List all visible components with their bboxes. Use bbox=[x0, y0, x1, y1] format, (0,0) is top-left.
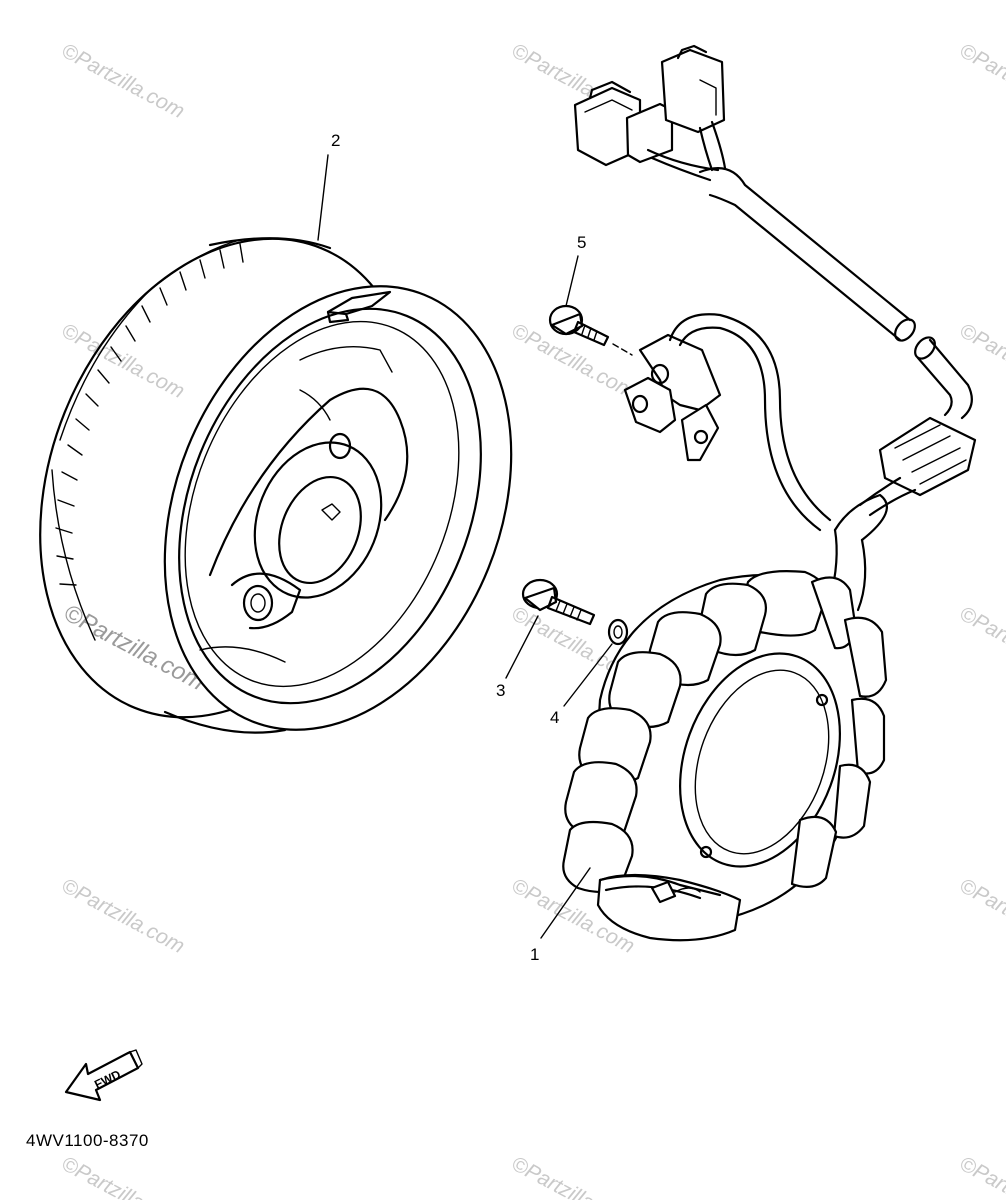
watermark-text: ©Partzilla.com bbox=[956, 1152, 1006, 1200]
watermark-text: ©Partzilla.com bbox=[956, 874, 1006, 958]
watermark-text: ©Partzilla.com bbox=[58, 874, 189, 958]
bolt-5 bbox=[548, 304, 633, 356]
starter-ring-teeth bbox=[51, 239, 244, 641]
callout-2: 2 bbox=[331, 131, 340, 150]
fwd-arrow-icon: FWD bbox=[64, 1049, 143, 1102]
watermark-text: ©Partzilla.com bbox=[508, 1152, 639, 1200]
diagram-code: 4WV1100-8370 bbox=[26, 1131, 149, 1150]
callout-5: 5 bbox=[577, 233, 586, 252]
watermark-text: ©Partzilla.com bbox=[58, 319, 189, 403]
watermark-text: ©Partzilla.com bbox=[956, 602, 1006, 686]
watermark-text: ©Partzilla.com bbox=[58, 39, 189, 123]
stator-assembly bbox=[562, 570, 888, 942]
rotor-flywheel bbox=[39, 237, 513, 734]
rotor-hub bbox=[199, 346, 409, 663]
leader-lines bbox=[317, 154, 613, 939]
wire-harness bbox=[573, 44, 977, 612]
pickup-coil bbox=[623, 313, 832, 532]
callout-1: 1 bbox=[530, 945, 539, 964]
callout-4: 4 bbox=[550, 708, 559, 727]
callout-3: 3 bbox=[496, 681, 505, 700]
bolt-3 bbox=[521, 578, 596, 626]
watermark-text: ©Partzilla.com bbox=[956, 319, 1006, 403]
watermark-text: ©Partzilla.com bbox=[58, 1152, 189, 1200]
stator-coils bbox=[562, 570, 888, 942]
watermark-text: ©Partzilla.com bbox=[956, 39, 1006, 123]
callout-labels: 2 5 3 4 1 bbox=[331, 131, 586, 964]
